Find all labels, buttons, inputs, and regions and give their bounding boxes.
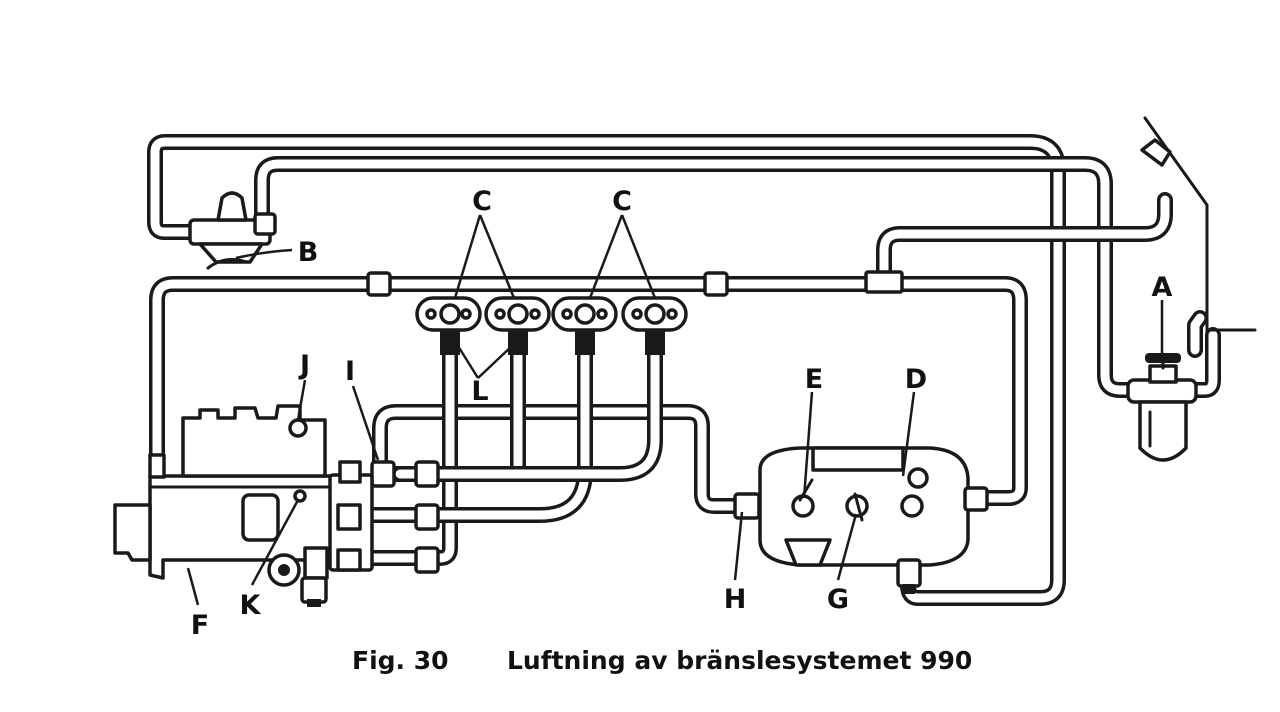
feed-pump (188, 191, 277, 270)
pipe-nuts (366, 270, 904, 574)
label-k: K (240, 590, 262, 621)
label-g: G (827, 584, 849, 615)
injector-2 (484, 296, 551, 355)
label-d: D (905, 364, 927, 395)
injector-4 (621, 296, 688, 355)
figure-caption: Fig. 30 Luftning av bränslesystemet 990 (0, 642, 1280, 682)
label-j: J (298, 350, 310, 381)
label-h: H (724, 584, 747, 615)
label-b: B (298, 237, 319, 268)
injector-3 (551, 296, 618, 355)
injector-1 (415, 296, 482, 355)
fine-filter-housing (733, 446, 989, 594)
injectors (415, 296, 688, 355)
label-e: E (805, 364, 823, 395)
figure-title: Luftning av bränslesystemet 990 (507, 646, 973, 675)
figure-number: Fig. 30 (352, 646, 449, 675)
fuel-pipes (147, 134, 1221, 606)
label-l: L (471, 376, 488, 407)
label-a: A (1152, 272, 1173, 303)
primary-filter (1126, 353, 1198, 462)
part-labels: A B C C D E F G H I J K L (191, 186, 1173, 641)
label-c-left: C (472, 186, 492, 217)
leader-lines (186, 214, 1164, 606)
label-f: F (191, 610, 209, 641)
label-i: I (345, 356, 355, 387)
label-c-right: C (612, 186, 632, 217)
fuel-tank-outline (1140, 116, 1257, 332)
